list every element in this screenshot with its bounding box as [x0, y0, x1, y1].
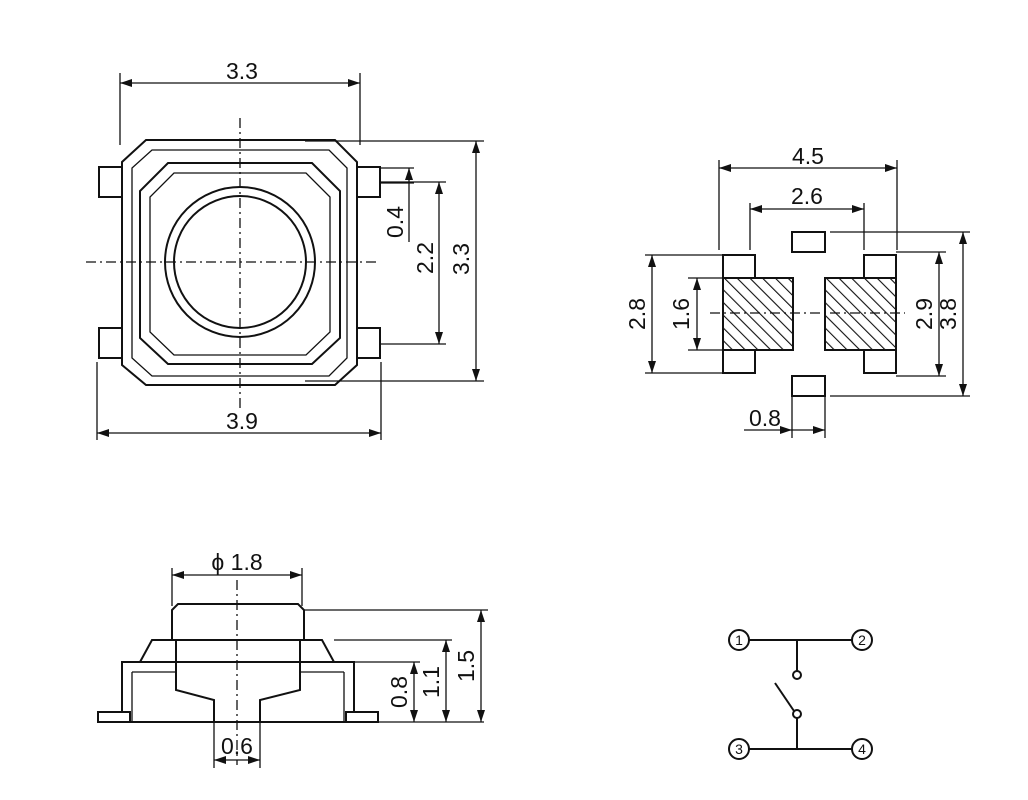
switch-schematic: 1 2 3 4	[728, 629, 873, 760]
dim-terminal-width: 0.4	[382, 206, 408, 238]
pad-left-top	[722, 254, 756, 279]
dim-overall-width: 3.9	[226, 408, 258, 434]
body-inner-left	[131, 671, 176, 722]
dim-pcb-overall-height: 3.8	[935, 298, 961, 330]
dim-side-terminal-width: 0.6	[221, 733, 253, 759]
body-inner-right	[300, 671, 345, 722]
housing-step	[131, 149, 348, 377]
dim-pcb-inner-width: 2.6	[791, 183, 823, 209]
dim-pcb-left-height: 2.8	[624, 298, 650, 330]
pad-left-bottom	[722, 349, 756, 374]
side-view: ϕ 1.8 0.6 0.8 1.1 1.5	[97, 549, 488, 768]
pad-top-small	[791, 231, 826, 253]
pad-right-hatched	[824, 277, 897, 351]
pad-left-hatched	[722, 277, 794, 351]
pad-right-top	[863, 254, 897, 279]
dim-pcb-pad-height: 1.6	[668, 298, 694, 330]
side-leg-right	[345, 711, 379, 723]
pin-3-label: 3	[735, 741, 743, 757]
pad-bottom-small	[791, 375, 826, 397]
contact-bottom	[792, 709, 802, 719]
button-cap	[171, 603, 305, 641]
terminal-tr	[355, 166, 381, 198]
inner-body-2	[149, 172, 331, 356]
side-body	[121, 661, 355, 723]
dim-button-diameter: ϕ 1.8	[211, 549, 262, 575]
plunger-profile	[175, 640, 301, 722]
pad-right-bottom	[863, 349, 897, 374]
pin-2-marker	[851, 629, 873, 651]
dim-body-width: 3.3	[226, 58, 258, 84]
pin-3-marker	[728, 738, 750, 760]
dim-side-total-height: 1.5	[453, 650, 479, 682]
side-leg-left	[97, 711, 131, 723]
pin-4-label: 4	[858, 741, 866, 757]
inner-body	[139, 162, 341, 365]
dim-pcb-overall-width: 4.5	[792, 143, 824, 169]
top-view: 3.3 3.9 3.3 2.2 0.4	[86, 58, 484, 440]
pin-1-marker	[728, 629, 750, 651]
contact-top	[792, 670, 802, 680]
pin-2-label: 2	[858, 632, 866, 648]
dim-body-height: 3.3	[448, 243, 474, 275]
pin-1-label: 1	[735, 632, 743, 648]
terminal-bl	[98, 327, 125, 359]
dim-side-housing-height: 1.1	[418, 666, 444, 698]
dim-side-body-height: 0.8	[386, 676, 412, 708]
pin-4-marker	[851, 738, 873, 760]
dim-terminal-pitch: 2.2	[412, 242, 438, 274]
terminal-br	[355, 327, 381, 359]
terminal-tl	[98, 166, 125, 198]
dim-pcb-right-height: 2.9	[911, 298, 937, 330]
switch-lever	[774, 682, 795, 712]
dim-pcb-pad-width: 0.8	[749, 405, 781, 431]
pcb-layout-view: 4.5 2.6 2.8 1.6 2.9 3.8	[624, 143, 970, 438]
